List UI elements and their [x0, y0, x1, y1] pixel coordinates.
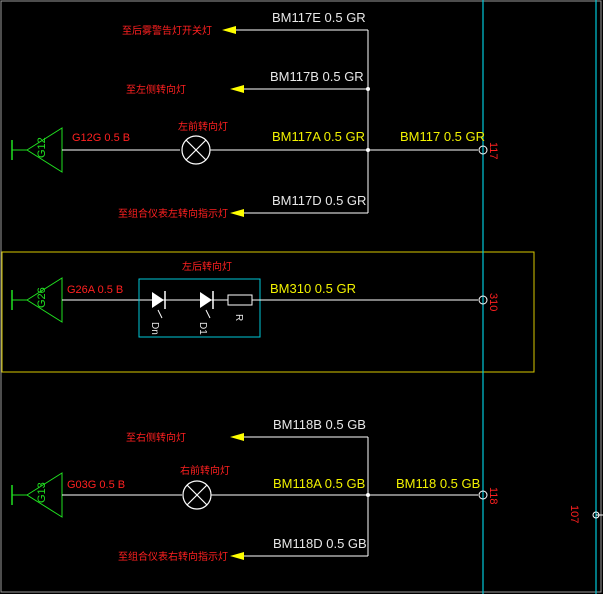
label-bm118: BM118 0.5 GB: [396, 476, 480, 491]
label-bm310: BM310 0.5 GR: [270, 281, 356, 296]
desc-left-turn-side: 至左侧转向灯: [126, 83, 186, 96]
connector-117: [478, 145, 488, 155]
arrow-bm118b: [230, 433, 244, 441]
ground-g26-label: G26: [36, 287, 48, 308]
connector-117-label: 117: [487, 142, 499, 160]
arrow-bm117e: [222, 26, 236, 34]
led-dn: [152, 292, 164, 308]
label-bm118d: BM118D 0.5 GB: [273, 536, 367, 551]
arrow-bm117d: [230, 209, 244, 217]
arrow-bm118d: [230, 552, 244, 560]
desc-right-front-turn: 右前转向灯: [180, 464, 230, 477]
led-dn-label: Dn: [149, 322, 160, 335]
desc-right-turn-side: 至右侧转向灯: [126, 431, 186, 444]
arrow-bm117b: [230, 85, 244, 93]
led-d1-label: D1: [197, 322, 208, 335]
label-g26a: G26A 0.5 B: [67, 284, 123, 296]
rear-lamp-box: [138, 278, 261, 338]
label-bm118a: BM118A 0.5 GB: [273, 476, 365, 491]
label-bm117e: BM117E 0.5 GR: [272, 10, 366, 25]
led-dn-ray: [157, 309, 163, 319]
label-bm117: BM117 0.5 GR: [400, 129, 485, 144]
label-bm117a: BM117A 0.5 GR: [272, 129, 365, 144]
label-g03g: G03G 0.5 B: [67, 479, 125, 491]
led-d1-ray: [205, 309, 211, 319]
connector-310: [478, 295, 488, 305]
resistor-label: R: [233, 314, 244, 321]
label-bm117d: BM117D 0.5 GR: [272, 193, 366, 208]
desc-top: 至后雾警告灯开关灯: [122, 24, 212, 37]
connector-310-label: 310: [487, 293, 499, 311]
desc-left-cluster: 至组合仪表左转向指示灯: [118, 207, 228, 220]
connector-107: [592, 511, 600, 519]
label-g12g: G12G 0.5 B: [72, 132, 130, 144]
connector-107-label: 107: [568, 505, 580, 523]
connector-118-label: 118: [487, 487, 499, 505]
connector-118: [478, 490, 488, 500]
junction-117b: [366, 87, 370, 91]
resistor: [227, 294, 253, 306]
rear-lamp-frame: [1, 251, 535, 373]
ground-g12-label: G12: [36, 137, 48, 158]
desc-left-front-turn: 左前转向灯: [178, 120, 228, 133]
lamp-left-front-x2: [185, 139, 207, 161]
label-bm117b: BM117B 0.5 GR: [270, 69, 364, 84]
label-bm118b: BM118B 0.5 GB: [273, 417, 366, 432]
desc-left-rear-turn: 左后转向灯: [182, 260, 232, 273]
lamp-right-front-x2: [186, 484, 208, 506]
desc-right-cluster: 至组合仪表右转向指示灯: [118, 550, 228, 563]
ground-g13-label: G13: [36, 482, 48, 503]
led-d1: [200, 292, 212, 308]
